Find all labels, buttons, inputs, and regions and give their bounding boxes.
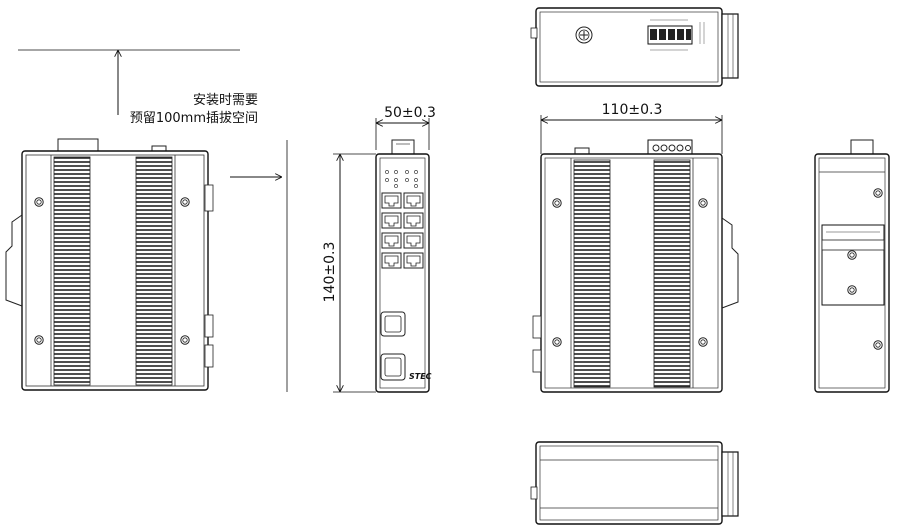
mounting-screw-icon xyxy=(180,335,190,345)
mounting-screw-icon xyxy=(180,197,190,207)
depth-dimension-label: 110±0.3 xyxy=(602,102,663,118)
mounting-screw-icon xyxy=(698,337,708,347)
rj45-port-icon xyxy=(403,252,424,269)
rj45-port-icon xyxy=(403,232,424,249)
power-terminal-icon xyxy=(647,25,693,45)
height-dimension-label: 140±0.3 xyxy=(322,242,338,303)
top-view xyxy=(530,7,739,87)
width-dimension-label: 50±0.3 xyxy=(384,105,436,121)
rj45-port-icon xyxy=(381,192,402,209)
bottom-view-body xyxy=(535,441,723,525)
mounting-screw-icon xyxy=(873,340,883,350)
rj45-port-icon xyxy=(403,212,424,229)
left-side-view xyxy=(5,138,214,391)
mounting-screw-icon xyxy=(698,198,708,208)
right-side-view: 110±0.3 xyxy=(532,102,739,393)
top-view-body xyxy=(535,7,723,87)
mounting-screw-icon xyxy=(552,198,562,208)
mounting-screw-icon xyxy=(847,250,857,260)
mounting-screw-icon xyxy=(847,285,857,295)
mounting-screw-icon xyxy=(873,188,883,198)
front-view: 50±0.3 140±0.3 xyxy=(322,105,436,393)
mounting-screw-icon xyxy=(34,335,44,345)
rj45-port-icon xyxy=(381,232,402,249)
cooling-fins-right xyxy=(653,159,691,388)
right-view-body xyxy=(540,153,723,393)
bottom-view xyxy=(530,441,739,525)
clearance-note-line2: 预留100mm插拔空间 xyxy=(130,111,258,126)
mounting-screw-icon xyxy=(34,197,44,207)
ground-screw-icon xyxy=(575,26,593,44)
rj45-port-icon xyxy=(403,192,424,209)
mounting-screw-icon xyxy=(552,337,562,347)
rear-view xyxy=(814,139,890,393)
cooling-fins-left xyxy=(573,159,611,388)
left-view-body xyxy=(21,150,209,391)
cooling-fins-right xyxy=(135,156,173,386)
din-rail-clip-icon xyxy=(721,217,739,309)
clearance-note: 安装时需要 预留100mm插拔空间 xyxy=(18,49,288,392)
power-terminal-icon xyxy=(391,139,415,155)
brand-logo: STEC xyxy=(409,372,432,381)
sfp-port-icon xyxy=(380,311,406,337)
led-indicators xyxy=(385,170,418,188)
power-terminal-icon xyxy=(850,139,874,155)
sfp-port-icon xyxy=(380,353,406,381)
rj45-port-icon xyxy=(381,252,402,269)
power-terminal-icon xyxy=(647,139,693,157)
cooling-fins-left xyxy=(53,156,91,386)
din-rail-clip-icon xyxy=(5,214,23,307)
clearance-note-line1: 安装时需要 xyxy=(193,93,258,108)
rj45-port-icon xyxy=(381,212,402,229)
